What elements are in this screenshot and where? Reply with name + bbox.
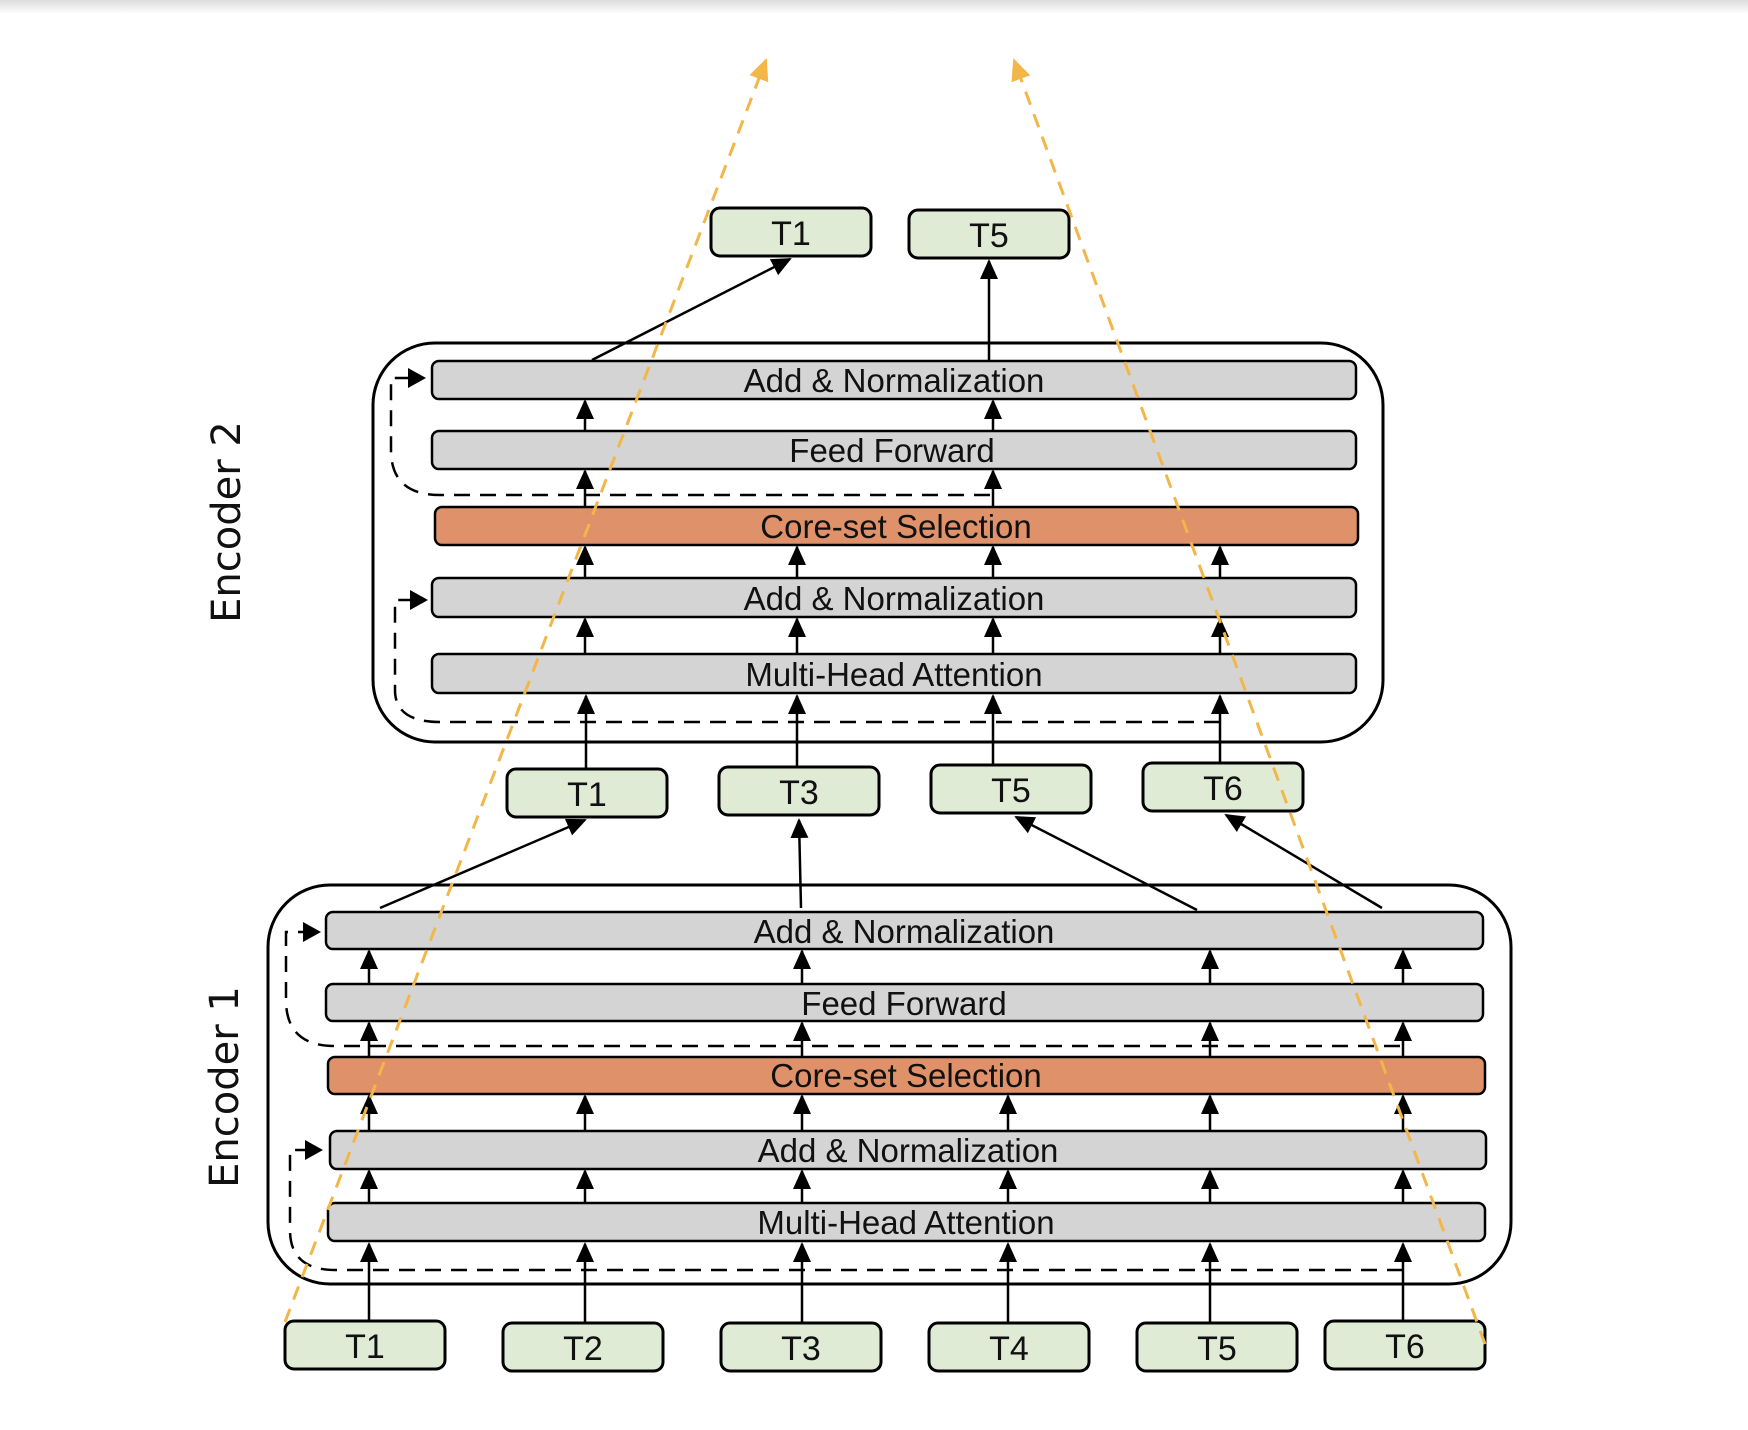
middle-to-encoder-2-connectors — [577, 694, 1229, 769]
encoder-1-coreset-layer — [326, 1055, 1487, 1096]
encoder-2-to-top-connectors — [591, 257, 998, 362]
input-token-t4: T4 — [927, 1321, 1091, 1373]
token-label: T1 — [345, 1328, 385, 1366]
encoder-1-residual-upper — [284, 930, 1400, 1048]
input-token-t3: T3 — [719, 1321, 883, 1373]
encoder-1-coreset-label: Core-set Selection — [770, 1057, 1041, 1094]
encoder-1-addnorm-1-layer — [328, 1129, 1488, 1171]
token-box — [929, 763, 1093, 815]
token-label: T6 — [1203, 770, 1243, 808]
encoder-2-residual-lower-arrow — [410, 590, 428, 610]
encoder-1-residual-upper-arrow — [303, 922, 321, 942]
token-label: T5 — [991, 772, 1031, 810]
encoder-1-residual-lower-arrow — [305, 1140, 323, 1160]
encoder-1-residual-lower — [288, 1148, 1403, 1272]
bottom-token-row: T1 T2 T3 T4 T5 T6 — [283, 1319, 1487, 1373]
encoder-2-coreset-label: Core-set Selection — [760, 508, 1031, 545]
token-box — [1323, 1319, 1487, 1371]
encoder-1-flow-arrows — [360, 949, 1412, 1203]
encoder-2-addnorm-2-label: Add & Normalization — [744, 362, 1045, 399]
token-label: T1 — [771, 215, 811, 253]
encoder-2-mha-label: Multi-Head Attention — [745, 656, 1042, 693]
encoder-2-residual-lower — [393, 598, 1220, 724]
token-box — [283, 1319, 447, 1371]
token-label: T2 — [563, 1330, 603, 1368]
encoder-2-mha-layer — [430, 652, 1358, 695]
connector-e1-t3 — [790, 818, 809, 909]
encoder-1-label: Encoder 1 — [202, 986, 248, 1188]
encoder-1-to-middle-connectors — [379, 813, 1383, 912]
input-token-t2: T2 — [501, 1321, 665, 1373]
input-to-encoder-1-connectors — [360, 1242, 1412, 1323]
middle-token-t3: T3 — [717, 765, 881, 817]
token-label: T1 — [567, 776, 607, 814]
token-box — [907, 208, 1071, 260]
encoder-2-addnorm-1-label: Add & Normalization — [744, 580, 1045, 617]
encoder-1-addnorm-2-label: Add & Normalization — [754, 913, 1055, 950]
encoder-2-label: Encoder 2 — [204, 421, 250, 623]
token-label: T4 — [989, 1330, 1029, 1368]
token-box — [717, 765, 881, 817]
token-label: T6 — [1385, 1328, 1425, 1366]
token-label: T3 — [781, 1330, 821, 1368]
encoder-2-addnorm-2-layer — [430, 359, 1358, 401]
input-token-t5: T5 — [1135, 1321, 1299, 1373]
receptive-field-right-arrow — [1011, 58, 1487, 1345]
encoder-2-residual-upper-arrow — [408, 368, 426, 388]
token-box — [709, 206, 873, 258]
encoder-2-ff-layer — [430, 429, 1358, 471]
token-label: T3 — [779, 774, 819, 812]
encoder-2: Encoder 2 Multi-Head Attention Add & Nor… — [204, 341, 1385, 744]
middle-token-t6: T6 — [1141, 761, 1305, 813]
top-token-row: T1 T5 — [709, 206, 1071, 260]
receptive-field-left-arrow — [283, 58, 769, 1323]
middle-token-t5: T5 — [929, 763, 1093, 815]
encoder-1-mha-label: Multi-Head Attention — [757, 1204, 1054, 1241]
window-top-shadow — [0, 0, 1748, 14]
encoder-2-frame — [371, 341, 1385, 744]
encoder-2-ff-label: Feed Forward — [789, 432, 994, 469]
token-label: T5 — [969, 217, 1009, 255]
output-token-t5: T5 — [907, 208, 1071, 260]
input-token-t6: T6 — [1323, 1319, 1487, 1371]
token-box — [1135, 1321, 1299, 1373]
encoder-1-addnorm-2-layer — [324, 910, 1485, 951]
encoder-1-ff-label: Feed Forward — [801, 985, 1006, 1022]
encoder-1-ff-layer — [324, 982, 1485, 1023]
token-label: T5 — [1197, 1330, 1237, 1368]
input-token-t1: T1 — [283, 1319, 447, 1371]
encoder-2-flow-arrows — [576, 399, 1229, 654]
middle-token-t1: T1 — [505, 767, 669, 819]
token-box — [1141, 761, 1305, 813]
connector-e1-t1 — [379, 818, 587, 910]
encoder-2-residual-upper — [389, 376, 990, 497]
token-box — [501, 1321, 665, 1373]
connector-e1-t6 — [1224, 813, 1383, 910]
encoder-1-addnorm-1-label: Add & Normalization — [758, 1132, 1059, 1169]
encoder-1-mha-layer — [326, 1201, 1487, 1243]
middle-token-row: T1 T3 T5 T6 — [505, 761, 1305, 819]
output-token-t1: T1 — [709, 206, 873, 258]
encoder-1-frame — [266, 883, 1513, 1286]
connector-e1-t5 — [1014, 815, 1198, 912]
encoder-2-addnorm-1-layer — [430, 576, 1358, 619]
encoder-1: Encoder 1 Multi-Head Attention Add & Nor… — [202, 883, 1513, 1286]
encoder-2-coreset-layer — [433, 505, 1360, 547]
connector-e2-t1 — [591, 257, 792, 362]
